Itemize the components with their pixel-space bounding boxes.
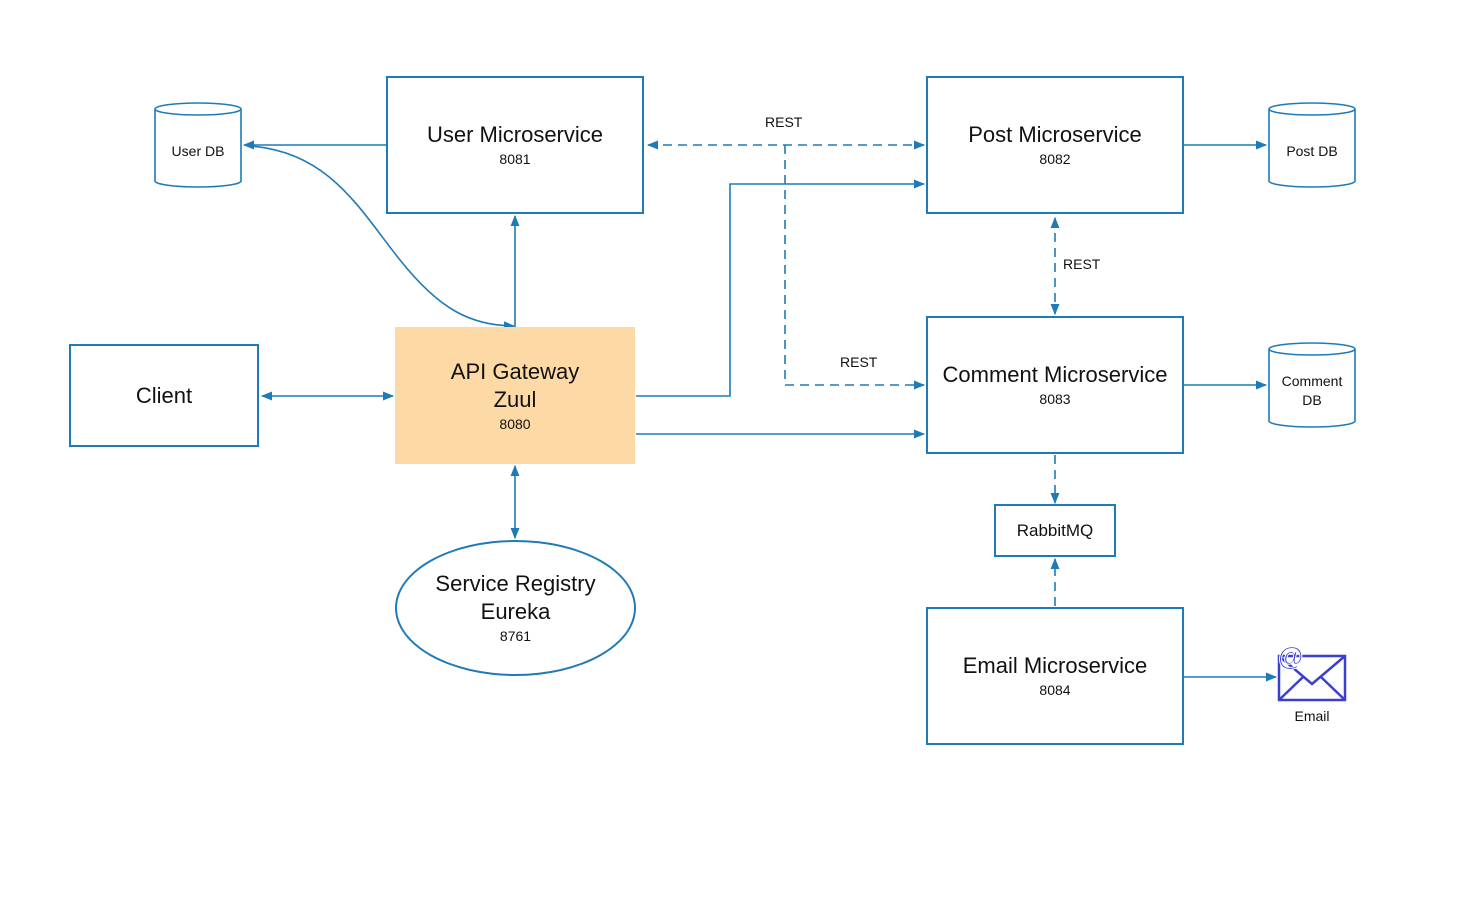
service-registry-title: Service Registry [435, 571, 596, 596]
service-registry-node: Service Registry Eureka 8761 [395, 540, 636, 676]
api-gateway-title: API Gateway [450, 358, 580, 384]
comment-db-cylinder [1268, 342, 1356, 428]
email-icon [1277, 654, 1347, 702]
post-db-cylinder [1268, 102, 1356, 188]
edge-user-db-to-gateway [249, 145, 516, 331]
post-microservice-title: Post Microservice [968, 122, 1142, 147]
edge-user-comment-rest [784, 145, 926, 390]
rest-label-user-comment: REST [840, 354, 878, 370]
api-gateway-subtitle: Zuul [493, 386, 537, 412]
service-registry-port: 8761 [499, 628, 532, 644]
email-microservice-port: 8084 [1039, 682, 1071, 698]
service-registry-subtitle: Eureka [480, 599, 551, 624]
user-microservice-port: 8081 [499, 151, 531, 167]
rest-label-user-post: REST [765, 114, 803, 130]
post-microservice-port: 8082 [1039, 151, 1071, 167]
post-db-label: Post DB [1286, 143, 1338, 159]
api-gateway-port: 8080 [499, 415, 531, 432]
comment-db-label-line2: DB [1302, 392, 1322, 408]
edge-gateway-to-post-ms [636, 179, 926, 397]
user-db-label: User DB [171, 143, 225, 159]
post-microservice-node: Post Microservice 8082 [926, 76, 1184, 214]
comment-microservice-title: Comment Microservice [942, 362, 1168, 387]
rest-label-post-comment: REST [1063, 256, 1101, 272]
api-gateway-node: API Gateway Zuul 8080 [395, 327, 635, 464]
comment-microservice-node: Comment Microservice 8083 [926, 316, 1184, 454]
email-at-icon: @ [1278, 641, 1303, 671]
comment-microservice-port: 8083 [1039, 391, 1071, 407]
client-node: Client [69, 344, 259, 447]
email-label: Email [1294, 708, 1330, 724]
comment-db-label: Comment DB [1269, 372, 1355, 410]
client-title: Client [135, 382, 193, 408]
user-microservice-node: User Microservice 8081 [386, 76, 644, 214]
user-microservice-title: User Microservice [426, 122, 604, 147]
rabbitmq-node: RabbitMQ [994, 504, 1116, 557]
email-microservice-title: Email Microservice [962, 653, 1148, 678]
comment-db-label-line1: Comment [1281, 373, 1343, 389]
user-db-cylinder [154, 102, 242, 188]
rabbitmq-title: RabbitMQ [1016, 520, 1094, 540]
email-microservice-node: Email Microservice 8084 [926, 607, 1184, 745]
